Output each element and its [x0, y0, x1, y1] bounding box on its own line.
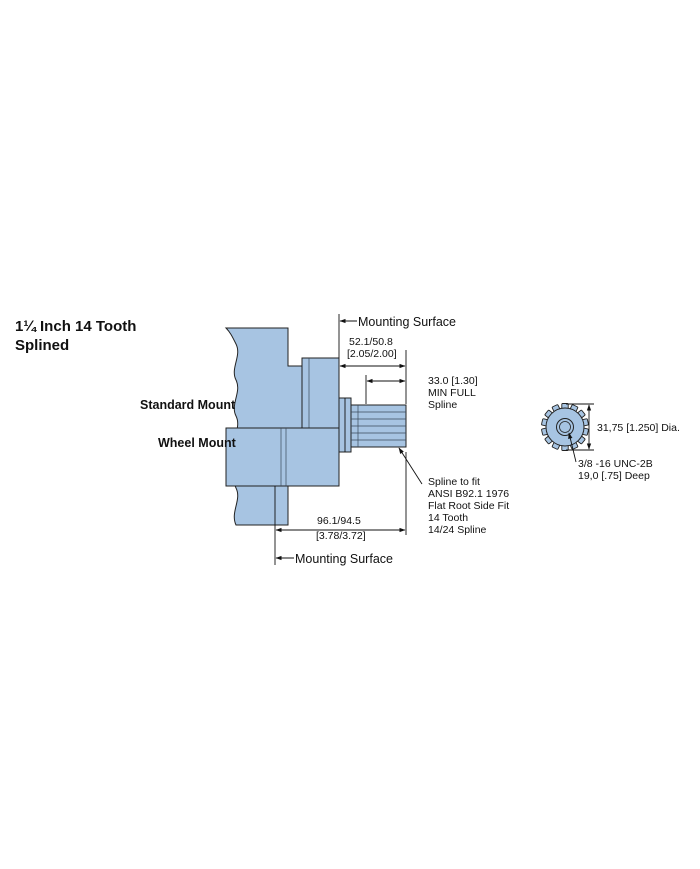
splined-shaft — [350, 404, 407, 448]
top-length-in: [2.05/2.00] — [347, 348, 397, 360]
spline-length-value: 33.0 [1.30] — [428, 375, 478, 387]
spline-note-line-4: 14 Tooth — [428, 512, 468, 524]
spline-note-line-5: 14/24 Spline — [428, 524, 487, 536]
bottom-length-mm: 96.1/94.5 — [317, 515, 361, 527]
bottom-length-in: [3.78/3.72] — [316, 530, 366, 542]
motor-housing — [224, 327, 303, 526]
thread-line-2: 19,0 [.75] Deep — [578, 470, 650, 482]
standard-mount-label: Standard Mount — [140, 398, 236, 412]
diameter-label: 31,75 [1.250] Dia. — [597, 422, 680, 434]
bottom-mounting-surface-dimension: 96.1/94.5 [3.78/3.72] Mounting Surface — [274, 452, 407, 566]
wheel-mount-flange — [225, 427, 340, 487]
spline-length-dimension: 33.0 [1.30] MIN FULL Spline — [365, 375, 478, 411]
spline-note-line-1: Spline to fit — [428, 476, 480, 488]
spline-length-spline: Spline — [428, 399, 457, 411]
top-length-mm: 52.1/50.8 — [349, 336, 393, 348]
mounting-surface-bottom-label: Mounting Surface — [295, 552, 393, 566]
top-mounting-surface-dimension: Mounting Surface 52.1/50.8 [2.05/2.00] — [338, 314, 456, 404]
thread-callout: 3/8 -16 UNC-2B 19,0 [.75] Deep — [568, 432, 653, 482]
spline-note-line-3: Flat Root Side Fit — [428, 500, 509, 512]
thread-line-1: 3/8 -16 UNC-2B — [578, 458, 653, 470]
title-line-2: Splined — [15, 337, 69, 354]
spline-note: Spline to fit ANSI B92.1 1976 Flat Root … — [398, 447, 509, 536]
title-line-1: 1¼ Inch 14 Tooth — [15, 318, 136, 335]
spline-note-line-2: ANSI B92.1 1976 — [428, 488, 509, 500]
spline-end-view — [541, 403, 589, 451]
spline-length-min: MIN FULL — [428, 387, 476, 399]
diameter-dimension: 31,75 [1.250] Dia. — [566, 403, 680, 451]
standard-mount-flange — [301, 357, 340, 429]
mounting-surface-top-label: Mounting Surface — [358, 315, 456, 329]
wheel-mount-label: Wheel Mount — [158, 436, 237, 450]
